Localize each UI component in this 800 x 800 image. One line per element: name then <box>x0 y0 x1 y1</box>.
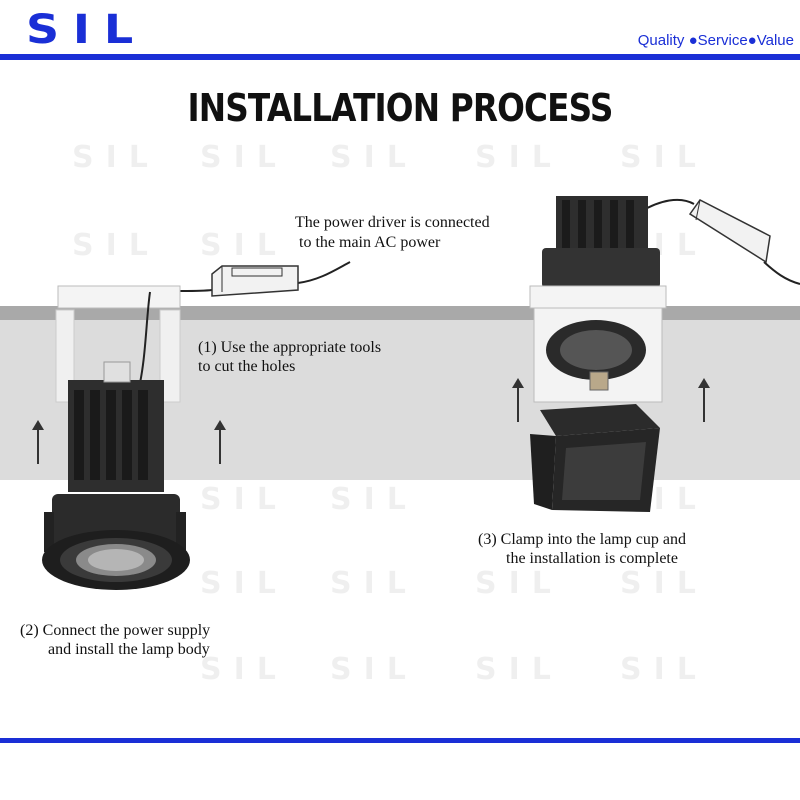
up-arrow-icon <box>512 378 524 422</box>
watermark: SIL <box>200 140 288 175</box>
driver-caption-line2: to the main AC power <box>299 234 441 251</box>
watermark: SIL <box>620 652 708 687</box>
watermark: SIL <box>72 228 160 263</box>
step2-caption-line2: and install the lamp body <box>48 641 210 658</box>
sil-logo: SIL <box>26 7 147 53</box>
step2-caption-line1: (2) Connect the power supply <box>20 622 211 639</box>
up-arrow-icon <box>32 420 44 464</box>
watermark: SIL <box>330 566 418 601</box>
watermark: SIL <box>330 482 418 517</box>
step3-caption-line2: the installation is complete <box>506 550 678 567</box>
watermark: SIL <box>620 140 708 175</box>
watermark: SIL <box>200 228 288 263</box>
watermark: SIL <box>72 140 160 175</box>
watermark: SIL <box>475 566 563 601</box>
up-arrow-icon <box>698 378 710 422</box>
watermark: SIL <box>330 140 418 175</box>
watermark: SIL <box>475 652 563 687</box>
footer-divider <box>0 738 800 743</box>
watermark: SIL <box>620 566 708 601</box>
watermark: SIL <box>330 652 418 687</box>
step1-caption-line1: (1) Use the appropriate tools <box>198 339 382 356</box>
tagline: Quality ●Service●Value <box>637 32 794 49</box>
watermark: SIL <box>475 140 563 175</box>
watermark: SIL <box>200 566 288 601</box>
driver-caption-line1: The power driver is connected <box>295 214 490 231</box>
header-divider <box>0 54 800 60</box>
watermark: SIL <box>200 652 288 687</box>
up-arrow-icon <box>214 420 226 464</box>
page-title: INSTALLATION PROCESS <box>187 86 613 130</box>
step3-caption-line1: (3) Clamp into the lamp cup and <box>478 531 686 548</box>
watermark: SIL <box>200 482 288 517</box>
step1-caption-line2: to cut the holes <box>198 358 296 375</box>
